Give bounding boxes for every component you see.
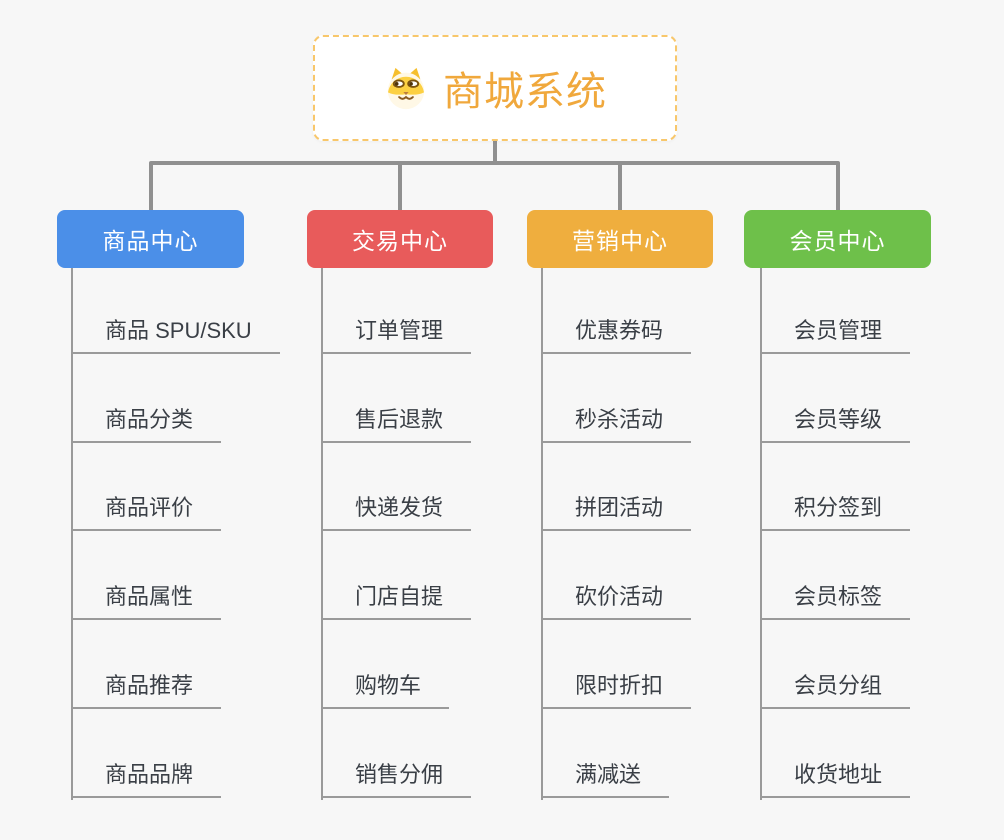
child-node[interactable]: 商品分类 <box>71 405 222 443</box>
branch-node-member-center[interactable]: 会员中心 <box>744 210 931 268</box>
child-node[interactable]: 优惠券码 <box>541 316 692 354</box>
root-label: 商城系统 <box>443 70 607 114</box>
connector-drop-trade <box>398 163 402 210</box>
child-node[interactable]: 门店自提 <box>321 582 472 620</box>
branch-label: 会员中心 <box>789 228 886 254</box>
connector-drop-marketing <box>618 163 622 210</box>
trunk-line <box>321 268 323 800</box>
connector-drop-member <box>836 163 840 210</box>
child-node[interactable]: 砍价活动 <box>541 582 692 620</box>
child-node[interactable]: 快递发货 <box>321 493 472 531</box>
child-node[interactable]: 拼团活动 <box>541 493 692 531</box>
child-node[interactable]: 积分签到 <box>760 493 911 531</box>
child-node[interactable]: 商品 SPU/SKU <box>71 316 280 354</box>
child-node[interactable]: 会员标签 <box>760 582 911 620</box>
child-node[interactable]: 销售分佣 <box>321 760 472 798</box>
child-node[interactable]: 售后退款 <box>321 405 472 443</box>
child-node[interactable]: 会员管理 <box>760 316 911 354</box>
child-node[interactable]: 购物车 <box>321 671 450 709</box>
trunk-line <box>760 268 762 800</box>
child-node[interactable]: 会员分组 <box>760 671 911 709</box>
connector-bus <box>149 161 840 165</box>
children-column-marketing: 优惠券码 秒杀活动 拼团活动 砍价活动 限时折扣 满减送 <box>541 268 801 808</box>
doge-icon <box>383 65 429 111</box>
branch-label: 商品中心 <box>102 228 199 254</box>
child-node[interactable]: 商品属性 <box>71 582 222 620</box>
children-column-product: 商品 SPU/SKU 商品分类 商品评价 商品属性 商品推荐 商品品牌 <box>71 268 331 808</box>
connector-drop-product <box>149 163 153 210</box>
children-column-member: 会员管理 会员等级 积分签到 会员标签 会员分组 收货地址 <box>760 268 1004 808</box>
branch-node-trade-center[interactable]: 交易中心 <box>307 210 493 268</box>
trunk-line <box>541 268 543 800</box>
child-node[interactable]: 商品品牌 <box>71 760 222 798</box>
child-node[interactable]: 商品评价 <box>71 493 222 531</box>
child-node[interactable]: 秒杀活动 <box>541 405 692 443</box>
branch-label: 交易中心 <box>352 228 448 254</box>
trunk-line <box>71 268 73 800</box>
child-node[interactable]: 会员等级 <box>760 405 911 443</box>
child-node[interactable]: 收货地址 <box>760 760 911 798</box>
child-node[interactable]: 限时折扣 <box>541 671 692 709</box>
connector-root-drop <box>493 140 497 163</box>
branch-node-product-center[interactable]: 商品中心 <box>57 210 244 268</box>
branch-node-marketing-center[interactable]: 营销中心 <box>527 210 713 268</box>
branch-label: 营销中心 <box>572 228 668 254</box>
children-column-trade: 订单管理 售后退款 快递发货 门店自提 购物车 销售分佣 <box>321 268 581 808</box>
child-node[interactable]: 满减送 <box>541 760 670 798</box>
root-node-mall-system[interactable]: 商城系统 <box>313 35 677 141</box>
child-node[interactable]: 订单管理 <box>321 316 472 354</box>
child-node[interactable]: 商品推荐 <box>71 671 222 709</box>
